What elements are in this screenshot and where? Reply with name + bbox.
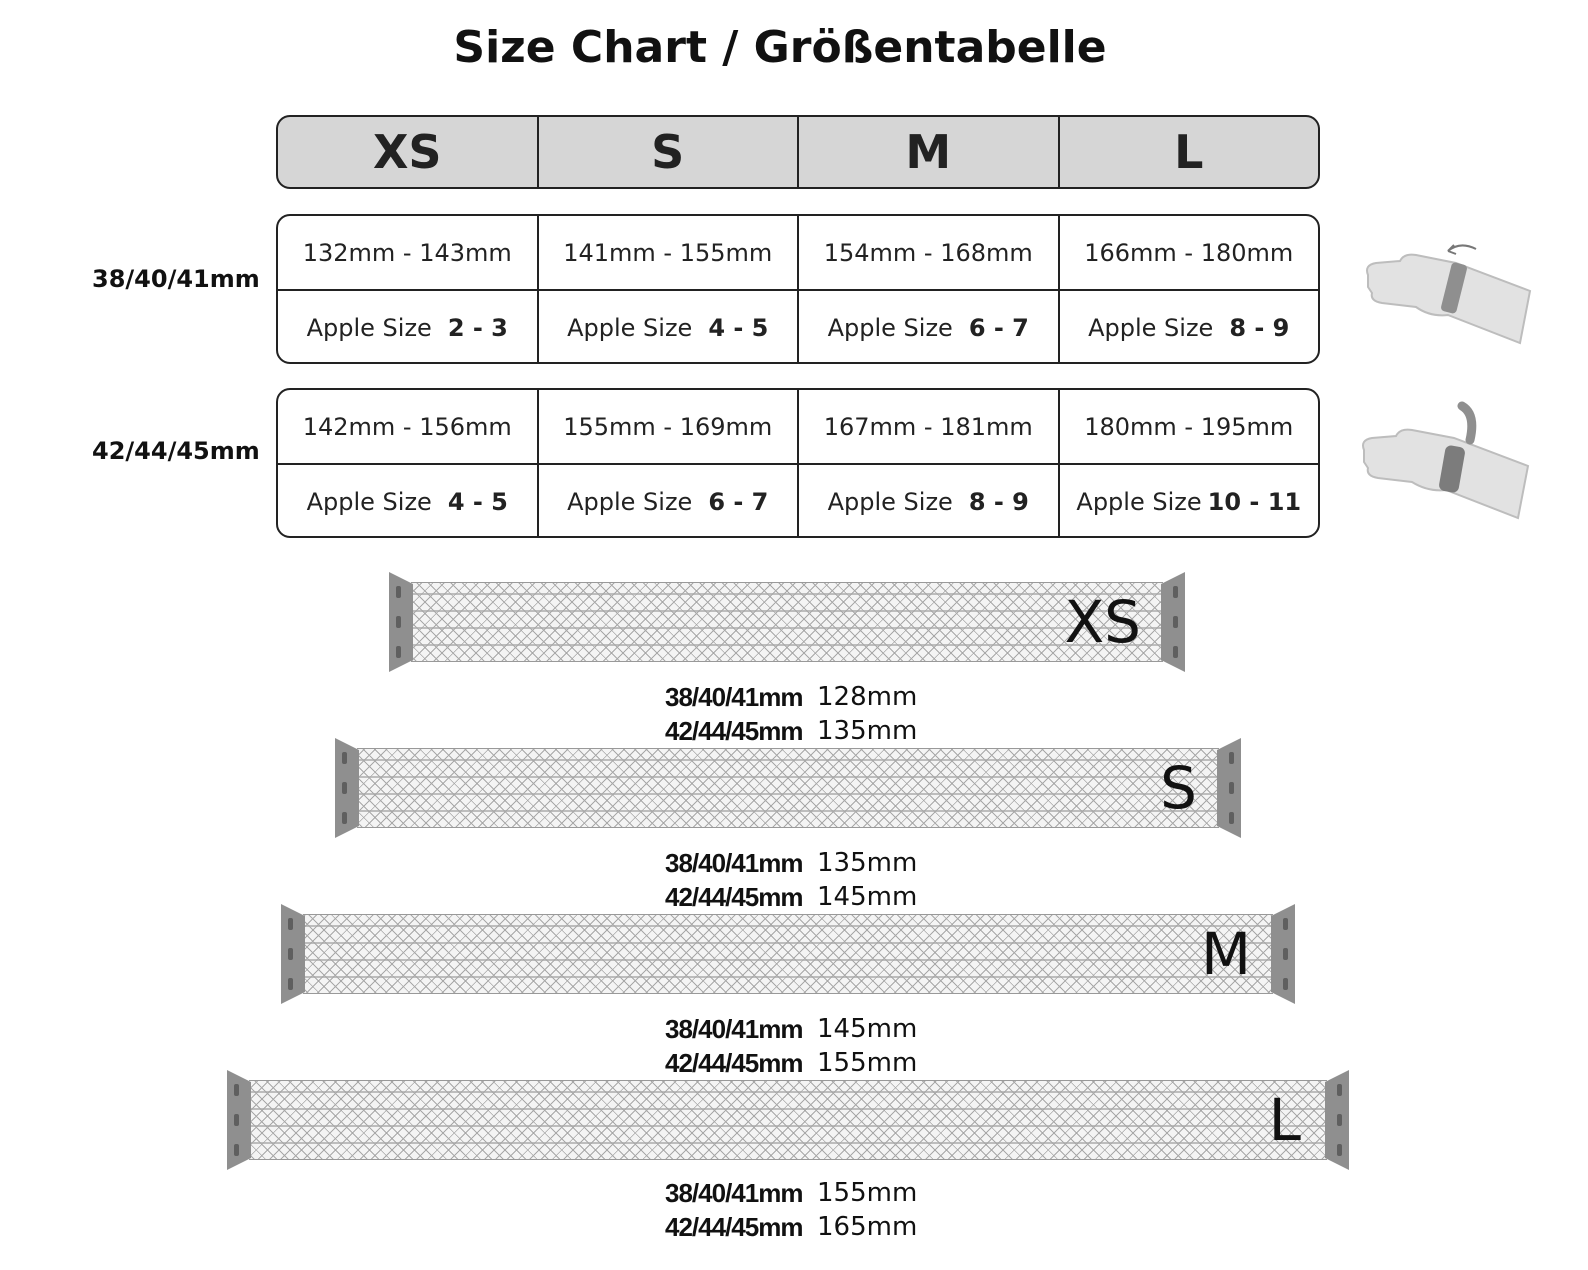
apple-size-cell: Apple Size 8 - 9 [1060, 291, 1319, 362]
apple-size-cell: Apple Size 8 - 9 [799, 465, 1060, 536]
apple-size-value: 4 - 5 [708, 313, 769, 342]
band-lengths-xs: 38/40/41mm 128mm 42/44/45mm 135mm [665, 680, 985, 748]
apple-size-label: Apple Size [306, 487, 432, 516]
band-lug-right [1271, 904, 1295, 1004]
band-s: S [335, 738, 1241, 838]
band-l: L [227, 1070, 1349, 1170]
case-size: 38/40/41mm [665, 1014, 803, 1044]
band-lengths-s: 38/40/41mm 135mm 42/44/45mm 145mm [665, 846, 985, 914]
page-title: Size Chart / Größentabelle [453, 22, 1107, 73]
size-header-l: L [1174, 125, 1204, 179]
apple-size-value: 4 - 5 [447, 487, 508, 516]
apple-size-label: Apple Size [567, 487, 693, 516]
band-strap [357, 748, 1219, 828]
wrist-range-cell: 167mm - 181mm [799, 390, 1060, 463]
case-size: 42/44/45mm [665, 716, 803, 746]
band-length: 135mm [817, 716, 918, 746]
band-size-label: M [1200, 920, 1251, 988]
wrist-measure-band-icon [1362, 401, 1530, 520]
group-label-large: 42/44/45mm [92, 437, 260, 465]
apple-size-label: Apple Size [827, 487, 953, 516]
band-length: 145mm [817, 1014, 918, 1044]
apple-size-cell: Apple Size 6 - 7 [539, 465, 799, 536]
band-size-label: L [1268, 1086, 1301, 1154]
band-lug-left [389, 572, 413, 672]
band-strap [303, 914, 1273, 994]
band-strap [249, 1080, 1327, 1160]
band-size-label: S [1160, 754, 1197, 822]
case-size: 38/40/41mm [665, 682, 803, 712]
band-length: 145mm [817, 882, 918, 912]
apple-size-cell: Apple Size 4 - 5 [278, 465, 539, 536]
size-header-s: S [539, 117, 799, 187]
case-size: 38/40/41mm [665, 848, 803, 878]
size-table-small: 132mm - 143mm 141mm - 155mm 154mm - 168m… [276, 214, 1320, 364]
band-length: 128mm [817, 682, 918, 712]
apple-size-label: Apple Size [827, 313, 953, 342]
band-length: 155mm [817, 1048, 918, 1078]
band-lengths-m: 38/40/41mm 145mm 42/44/45mm 155mm [665, 1012, 985, 1080]
wrist-range-cell: 141mm - 155mm [539, 216, 799, 289]
band-xs: XS [389, 572, 1185, 672]
apple-size-label: Apple Size [1088, 313, 1214, 342]
wrist-range-cell: 154mm - 168mm [799, 216, 1060, 289]
apple-size-value: 8 - 9 [1229, 313, 1290, 342]
band-lug-right [1325, 1070, 1349, 1170]
apple-size-value: 6 - 7 [708, 487, 769, 516]
wrist-range-cell: 132mm - 143mm [278, 216, 539, 289]
wrist-range-cell: 155mm - 169mm [539, 390, 799, 463]
case-size: 38/40/41mm [665, 1178, 803, 1208]
apple-size-value: 6 - 7 [968, 313, 1029, 342]
apple-size-value: 10 - 11 [1207, 487, 1302, 516]
size-header-m: M [799, 117, 1060, 187]
band-lug-right [1217, 738, 1241, 838]
band-length: 135mm [817, 848, 918, 878]
band-lug-left [281, 904, 305, 1004]
wrist-range-row: 132mm - 143mm 141mm - 155mm 154mm - 168m… [278, 216, 1318, 289]
apple-size-value: 8 - 9 [968, 487, 1029, 516]
group-label-small: 38/40/41mm [92, 265, 260, 293]
band-m: M [281, 904, 1295, 1004]
band-lug-left [227, 1070, 251, 1170]
band-lug-left [335, 738, 359, 838]
band-size-label: XS [1064, 588, 1141, 656]
apple-size-label: Apple Size [567, 313, 693, 342]
wrist-range-cell: 142mm - 156mm [278, 390, 539, 463]
case-size: 42/44/45mm [665, 1048, 803, 1078]
band-lug-right [1161, 572, 1185, 672]
case-size: 42/44/45mm [665, 882, 803, 912]
size-header-row: XS S M L [276, 115, 1320, 189]
case-size: 42/44/45mm [665, 1212, 803, 1242]
apple-size-cell: Apple Size 2 - 3 [278, 291, 539, 362]
size-table-large: 142mm - 156mm 155mm - 169mm 167mm - 181m… [276, 388, 1320, 538]
apple-size-cell: Apple Size 4 - 5 [539, 291, 799, 362]
band-strap [411, 582, 1163, 662]
band-length: 155mm [817, 1178, 918, 1208]
apple-size-label: Apple Size [1076, 487, 1202, 516]
apple-size-value: 2 - 3 [447, 313, 508, 342]
wrist-range-cell: 180mm - 195mm [1084, 412, 1294, 441]
apple-size-label: Apple Size [306, 313, 432, 342]
size-header-xs: XS [278, 117, 539, 187]
wrist-measure-wrap-icon [1366, 244, 1532, 345]
apple-size-row: Apple Size 4 - 5 Apple Size 6 - 7 Apple Si… [278, 463, 1319, 536]
apple-size-cell: Apple Size 6 - 7 [799, 291, 1060, 362]
band-lengths-l: 38/40/41mm 155mm 42/44/45mm 165mm [665, 1176, 985, 1244]
apple-size-row: Apple Size 2 - 3 Apple Size 4 - 5 Apple Si… [278, 289, 1319, 362]
band-length: 165mm [817, 1212, 918, 1242]
wrist-range-cell: 166mm - 180mm [1084, 238, 1294, 267]
wrist-range-row: 142mm - 156mm 155mm - 169mm 167mm - 181m… [278, 390, 1318, 463]
